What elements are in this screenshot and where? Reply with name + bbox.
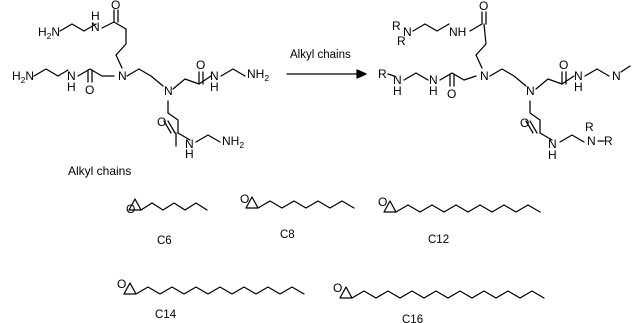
atom-nh-bottom: H xyxy=(185,147,194,161)
epoxide-oxygen: O xyxy=(240,192,249,206)
atom-nh-left-r: H xyxy=(393,84,402,98)
atom-o-right: O xyxy=(196,58,205,72)
atom-nh-top: H xyxy=(91,9,100,23)
atom-n-core2-r: N xyxy=(526,84,535,98)
atom-n-left-r: N xyxy=(393,73,402,87)
epoxide-label-c6: C6 xyxy=(157,235,172,247)
reaction-arrow: Alkyl chains xyxy=(286,49,367,79)
epoxide-oxygen: O xyxy=(333,281,342,295)
atom-o-top-r: O xyxy=(479,0,488,13)
epoxide-c6: O C6 xyxy=(126,198,208,247)
atom-o-bottom: O xyxy=(157,115,166,129)
product-molecule: R R N NH O N R N H N H O N O N H N xyxy=(378,0,631,162)
atom-nh-left2-r: H xyxy=(429,84,438,98)
section-title: Alkyl chains xyxy=(68,164,131,178)
epoxide-oxygen: O xyxy=(126,202,135,216)
epoxide-c8: O C8 xyxy=(240,192,355,241)
epoxide-label-c8: C8 xyxy=(280,229,295,241)
atom-n-left2-r: N xyxy=(429,73,438,87)
atom-n-core1: N xyxy=(118,69,127,83)
atom-n-right-r: N xyxy=(574,69,583,83)
atom-n-core1-r: N xyxy=(480,69,489,83)
atom-o-bottom-r: O xyxy=(520,116,529,130)
atom-nh-bottom-r: H xyxy=(548,148,557,162)
atom-h2n-left: H2N xyxy=(12,69,34,85)
atom-r-left: R xyxy=(378,67,387,81)
atom-n-top: N xyxy=(91,20,100,34)
atom-n-top-r: N xyxy=(403,25,412,39)
atom-r-top2: R xyxy=(397,34,406,48)
epoxide-label-c16: C16 xyxy=(402,314,423,323)
atom-o-top: O xyxy=(111,0,120,12)
epoxide-c16: O C16 xyxy=(333,281,545,323)
atom-nh-right-r: H xyxy=(574,80,583,94)
epoxide-label-c12: C12 xyxy=(428,234,449,246)
epoxide-oxygen: O xyxy=(378,195,387,209)
atom-n-bottom2-r: N xyxy=(587,134,596,148)
atom-o-left-r: O xyxy=(447,87,456,101)
atom-nh2-bottom: NH2 xyxy=(222,134,244,150)
atom-r-top1: R xyxy=(392,19,401,33)
atom-nh2-right: NH2 xyxy=(247,67,269,83)
epoxide-c12: O C12 xyxy=(378,195,541,246)
epoxide-label-c14: C14 xyxy=(155,309,177,321)
atom-h2n-top: H2N xyxy=(38,25,60,41)
atom-n-bottom: N xyxy=(185,137,194,151)
atom-nh-right: H xyxy=(210,80,219,94)
reactant-molecule: H2N H N O N H2N N H O N O N H NH2 xyxy=(12,0,269,161)
atom-n-core2: N xyxy=(164,84,173,98)
atom-o-right-r: O xyxy=(559,58,568,72)
atom-n-bottom-r: N xyxy=(548,137,557,151)
epoxide-oxygen: O xyxy=(117,277,126,291)
arrow-label: Alkyl chains xyxy=(290,49,351,61)
epoxide-c14: O C14 xyxy=(117,277,305,321)
atom-nh-left: H xyxy=(67,80,76,94)
atom-nh-top-r: NH xyxy=(449,25,466,39)
atom-n-left: N xyxy=(67,69,76,83)
atom-n-right: N xyxy=(210,69,219,83)
atom-r-bottom1: R xyxy=(585,120,594,134)
atom-n-right2-r: N xyxy=(612,69,621,83)
atom-o-left: O xyxy=(85,83,94,97)
atom-r-bottom2: R xyxy=(604,134,613,148)
